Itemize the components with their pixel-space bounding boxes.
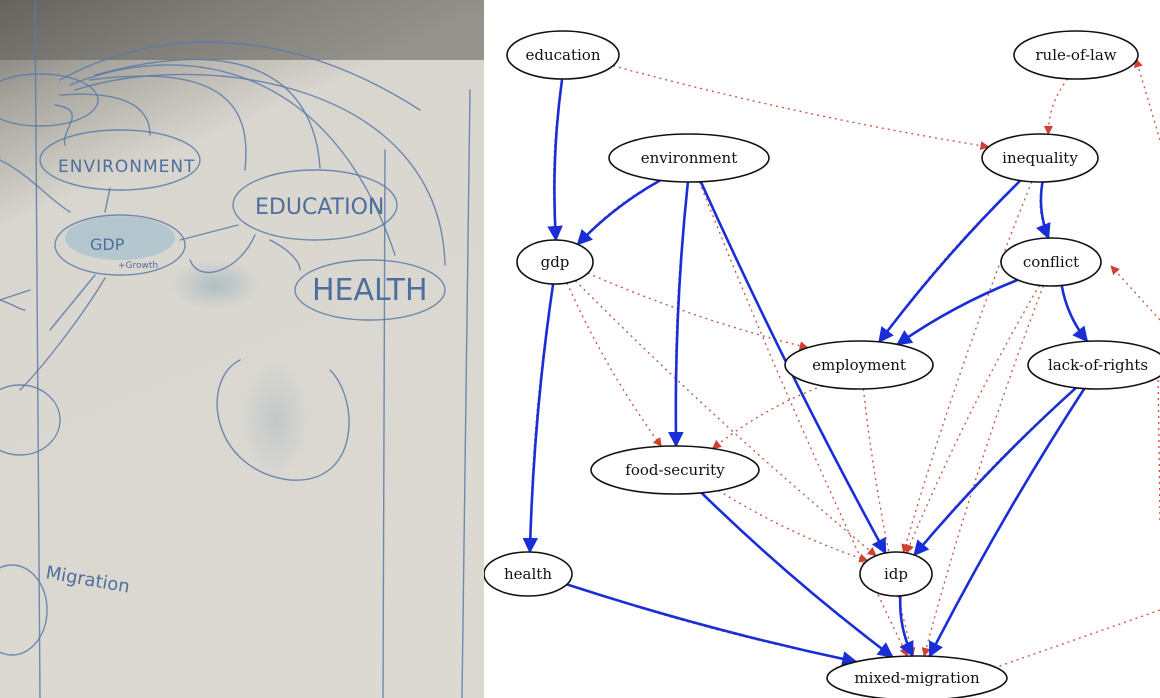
node-label-inequality: inequality [1002, 149, 1078, 167]
node-ellipse-lack-of-rights [1027, 340, 1160, 390]
solid-edges [522, 78, 1089, 667]
node-label-food-security: food-security [625, 461, 725, 479]
dotted-edge-food-security-to-idp [718, 489, 869, 563]
node-ellipse-food-security [590, 445, 760, 495]
node-label-environment: environment [641, 149, 737, 167]
dotted-edge-gdp-to-food-security [566, 282, 662, 448]
node-inequality: inequality [981, 133, 1099, 183]
node-idp: idp [859, 551, 933, 597]
causal-edge-idp-to-mixed-migration [898, 595, 914, 658]
whiteboard-education-text: EDUCATION [255, 195, 384, 220]
causal-edge-environment-to-food-security [668, 181, 690, 448]
dotted-edge-rule-of-law-to-inequality [1043, 78, 1069, 136]
node-ellipse-conflict [1000, 237, 1102, 287]
node-gdp: gdp [516, 239, 594, 285]
whiteboard-photo: ENVIRONMENT EDUCATION GDP +Growth HEALTH… [0, 0, 484, 698]
whiteboard-gdp-text: GDP [90, 235, 125, 254]
node-conflict: conflict [1000, 237, 1102, 287]
causal-edge-inequality-to-employment [878, 179, 1022, 344]
node-environment: environment [608, 133, 770, 183]
node-label-education: education [526, 46, 601, 64]
dotted-edge-conflict-to-mixed-migration [921, 285, 1045, 657]
node-label-mixed-migration: mixed-migration [854, 669, 980, 687]
causal-edge-conflict-to-lack-of-rights [1060, 285, 1089, 343]
dotted-edge-health-to-mixed-migration [566, 583, 858, 665]
causal-edge-health-to-mixed-migration [566, 583, 858, 667]
node-ellipse-rule-of-law [1013, 30, 1139, 80]
causal-graph-svg: education rule-of-law environment inequalit… [484, 30, 1160, 698]
node-label-conflict: conflict [1023, 253, 1079, 271]
dotted-edge-environment-to-gdp [577, 179, 661, 246]
node-label-health: health [504, 565, 552, 583]
board-background [0, 0, 484, 698]
node-label-idp: idp [884, 565, 908, 583]
node-food-security: food-security [590, 445, 760, 495]
dotted-edge-inequality-to-employment [878, 180, 1021, 343]
node-mixed-migration: mixed-migration [826, 655, 1008, 698]
causal-edge-gdp-to-health [522, 283, 555, 554]
causal-edge-inequality-to-conflict [1036, 181, 1051, 240]
causal-graph: education rule-of-law environment inequalit… [484, 0, 1160, 698]
node-lack-of-rights: lack-of-rights [1027, 340, 1160, 390]
eraser-smudge [170, 260, 260, 310]
node-ellipse-environment [608, 133, 770, 183]
whiteboard-environment-text: ENVIRONMENT [58, 157, 196, 177]
dotted-edge-gdp-to-idp [574, 280, 877, 557]
whiteboard-health-text: HEALTH [312, 273, 428, 308]
causal-edge-conflict-to-employment [896, 278, 1019, 346]
graph-nodes: education rule-of-law environment inequalit… [484, 30, 1160, 698]
dotted-edge-employment-to-food-security [711, 385, 823, 450]
dotted-edge-lack-of-rights-to-idp [913, 387, 1077, 556]
causal-edge-education-to-gdp [547, 78, 564, 242]
dotted-edge-gdp-to-health [525, 283, 554, 553]
node-ellipse-idp [859, 551, 933, 597]
node-employment: employment [784, 340, 934, 390]
node-ellipse-employment [784, 340, 934, 390]
node-ellipse-inequality [981, 133, 1099, 183]
node-label-gdp: gdp [541, 253, 570, 271]
whiteboard-growth-text: +Growth [118, 261, 158, 271]
dotted-edge-environment-to-mixed-migration [698, 181, 908, 657]
node-health: health [484, 551, 573, 597]
node-ellipse-mixed-migration [826, 655, 1008, 698]
node-ellipse-gdp [516, 239, 594, 285]
node-label-lack-of-rights: lack-of-rights [1048, 356, 1148, 374]
causal-edge-lack-of-rights-to-mixed-migration [928, 387, 1086, 658]
node-ellipse-education [506, 30, 620, 80]
whiteboard-drawing: ENVIRONMENT EDUCATION GDP +Growth HEALTH… [0, 0, 484, 698]
dotted-edge-offscreen-to-rule-of-law [1133, 58, 1160, 141]
dotted-edge-offscreen-to-conflict [1110, 265, 1160, 321]
causal-edge-lack-of-rights-to-idp [913, 386, 1077, 557]
node-ellipse-health [484, 551, 573, 597]
dotted-edge-education-to-inequality [612, 65, 990, 151]
dotted-edge-employment-to-mixed-migration [862, 388, 916, 657]
node-rule-of-law: rule-of-law [1013, 30, 1139, 80]
node-label-rule-of-law: rule-of-law [1035, 46, 1116, 64]
node-education: education [506, 30, 620, 80]
causal-edge-food-security-to-mixed-migration [700, 491, 894, 658]
dotted-edge-offscreen-to-mixed-migration [976, 609, 1160, 676]
causal-edge-environment-to-gdp [576, 179, 661, 246]
node-label-employment: employment [812, 356, 906, 374]
